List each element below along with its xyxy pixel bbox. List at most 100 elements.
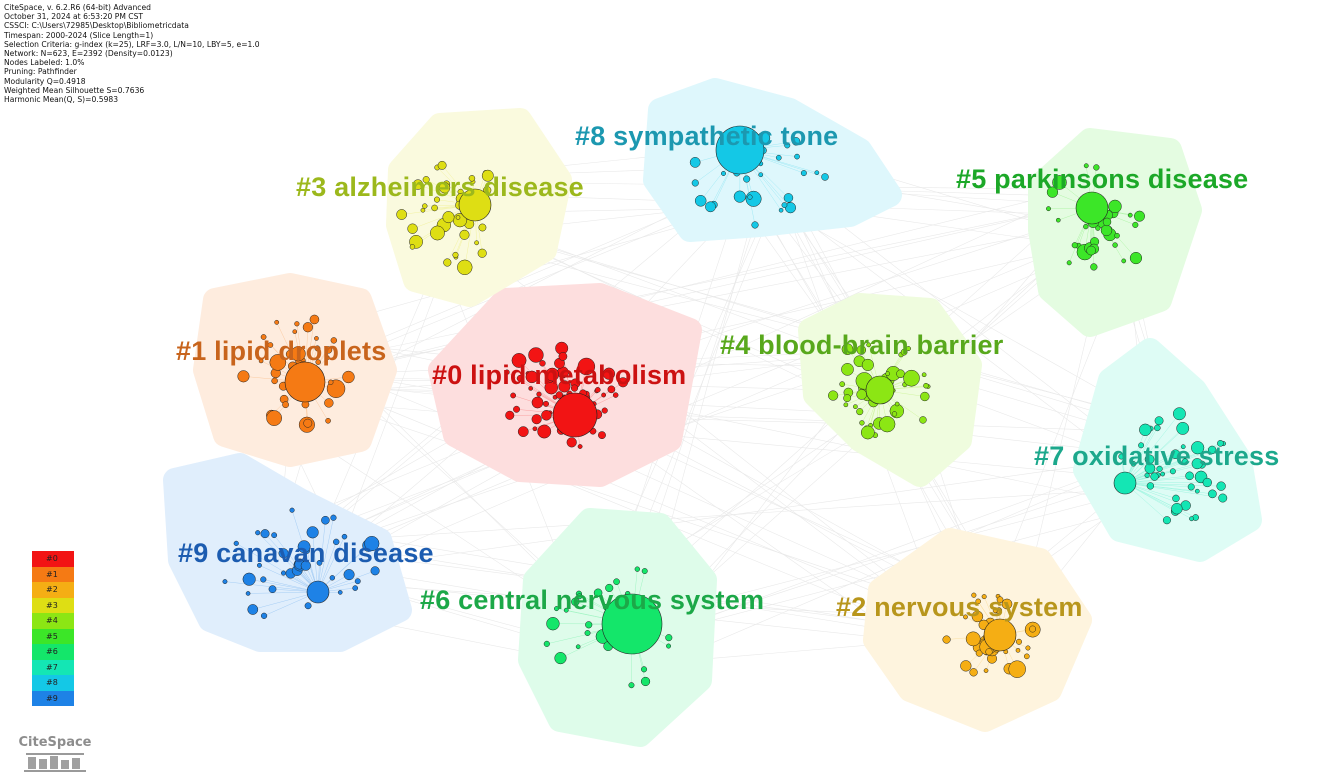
network-node	[828, 390, 839, 401]
network-node	[1156, 465, 1163, 472]
network-node	[607, 385, 616, 394]
network-node	[452, 251, 459, 258]
network-node	[1056, 217, 1061, 223]
network-node	[856, 389, 867, 400]
network-node	[555, 391, 564, 399]
network-node	[577, 444, 583, 449]
cluster-1	[193, 273, 397, 467]
network-node	[280, 570, 287, 576]
network-node	[260, 576, 267, 583]
network-node	[1015, 648, 1021, 653]
network-node	[985, 648, 993, 656]
cluster-label-1[interactable]: #1 lipid droplets	[176, 336, 387, 366]
network-node	[510, 392, 517, 399]
network-node	[841, 343, 854, 356]
network-node	[859, 420, 865, 426]
network-node	[1090, 263, 1098, 271]
network-node	[733, 190, 746, 203]
network-node	[370, 566, 380, 576]
info-line: Timespan: 2000-2024 (Slice Length=1)	[4, 30, 154, 40]
network-node	[294, 321, 300, 327]
network-node	[617, 377, 629, 388]
cluster-label-7[interactable]: #7 oxidative stress	[1034, 441, 1280, 471]
network-node	[885, 371, 890, 376]
network-node	[781, 202, 788, 209]
network-node	[1144, 472, 1150, 478]
network-node	[942, 635, 951, 644]
hub-node	[983, 618, 1017, 652]
network-node	[889, 403, 904, 419]
network-node	[330, 337, 338, 344]
network-node	[536, 391, 542, 397]
network-node	[315, 359, 321, 365]
network-node	[1052, 175, 1067, 190]
network-node	[1127, 212, 1133, 218]
network-node	[602, 367, 616, 380]
network-node	[278, 548, 289, 559]
network-node	[570, 384, 579, 392]
network-node	[1114, 232, 1120, 239]
network-node	[575, 644, 581, 650]
network-node	[821, 173, 829, 181]
network-node	[894, 401, 900, 407]
cluster-label-8[interactable]: #8 sympathetic tone	[575, 121, 839, 151]
cluster-label-9[interactable]: #9 canavan disease	[178, 538, 434, 568]
network-node	[563, 607, 569, 613]
network-node	[1146, 482, 1155, 490]
network-node	[1189, 516, 1194, 522]
info-line: Modularity Q=0.4918	[4, 76, 86, 86]
cluster-label-2[interactable]: #2 nervous system	[836, 592, 1083, 622]
network-node	[1207, 445, 1217, 455]
cluster-label-3[interactable]: #3 alzheimers disease	[296, 172, 584, 202]
network-node	[584, 630, 591, 636]
network-node	[1029, 625, 1037, 633]
cluster-label-4[interactable]: #4 blood-brain barrier	[720, 330, 1004, 360]
info-line: Harmonic Mean(Q, S)=0.5983	[4, 95, 119, 105]
network-node	[517, 426, 529, 438]
info-line: October 31, 2024 at 6:53:20 PM CST	[4, 12, 144, 22]
network-node	[1144, 454, 1155, 465]
network-node	[866, 342, 872, 348]
network-node	[324, 355, 330, 361]
cluster-label-5[interactable]: #5 parkinsons disease	[956, 164, 1249, 194]
network-node	[329, 575, 336, 581]
hub-node	[284, 361, 326, 403]
network-node	[558, 380, 571, 393]
network-node	[960, 660, 972, 672]
network-node	[256, 562, 262, 568]
legend-item: #6	[32, 644, 74, 660]
network-node	[546, 617, 560, 631]
network-node	[841, 363, 854, 376]
network-node	[528, 386, 533, 391]
network-node	[1202, 477, 1212, 488]
network-node	[558, 352, 568, 361]
info-line: Selection Criteria: g-index (k=25), LRF=…	[4, 39, 260, 49]
network-node	[1191, 458, 1203, 470]
network-node	[783, 193, 794, 203]
network-node	[457, 259, 473, 275]
network-node	[271, 532, 278, 539]
network-node	[525, 370, 539, 384]
network-node	[443, 258, 452, 267]
network-node	[612, 392, 619, 398]
network-node	[594, 387, 601, 393]
cluster-label-0[interactable]: #0 lipid metabolism	[432, 360, 687, 390]
network-node	[1121, 258, 1127, 264]
legend-item: #9	[32, 690, 74, 706]
network-node	[923, 382, 929, 389]
network-node	[1134, 210, 1145, 222]
network-node	[1170, 449, 1181, 460]
network-node	[468, 175, 476, 182]
network-node	[337, 590, 343, 595]
network-node	[1171, 503, 1183, 515]
hub-node	[1075, 191, 1109, 225]
network-node	[601, 392, 607, 398]
network-node	[260, 612, 268, 619]
cluster-label-6[interactable]: #6 central nervous system	[420, 585, 765, 615]
network-node	[325, 417, 331, 424]
network-node	[314, 336, 319, 341]
network-node	[260, 529, 270, 539]
network-node	[605, 583, 614, 593]
